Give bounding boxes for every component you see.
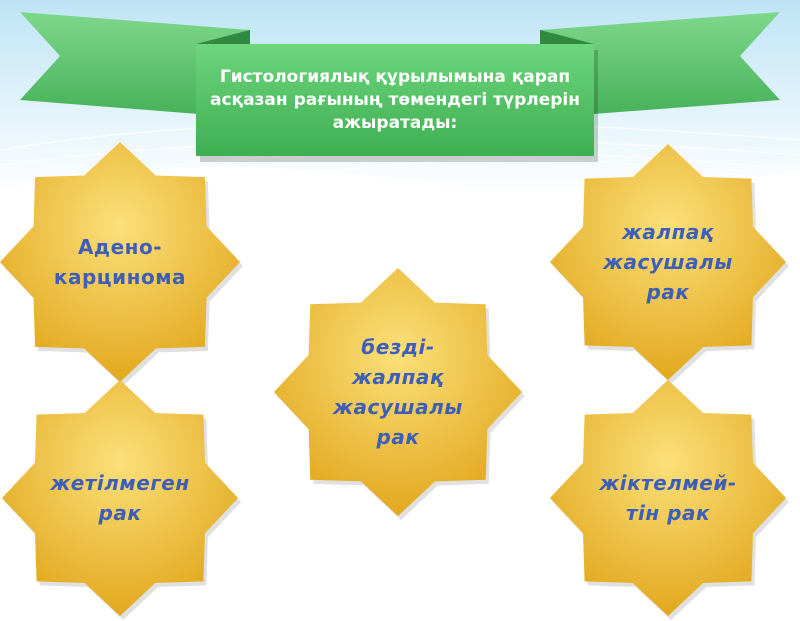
ribbon-left-wing [20, 12, 250, 118]
star-shape-adeno [0, 142, 243, 386]
background-decoration [0, 0, 800, 193]
title-box-bg [196, 44, 594, 156]
ribbon-right-fold [540, 30, 594, 44]
ribbon-left-fold [196, 30, 250, 44]
star-text-zhiktelmey: жіктелмей- тін рак [599, 471, 737, 525]
star-zhiktelmey: жіктелмей- тін рак [545, 375, 791, 621]
page-title: Гистологиялық құрылымына қарап асқазан р… [210, 66, 580, 133]
star-label-zhetilmegen: жетілмеген рак [0, 375, 243, 621]
star-text-zhetilmegen: жетілмеген рак [50, 471, 190, 525]
star-label-bezdi: безді- жалпақ жасушалы рак [269, 263, 527, 521]
star-shape-zhiktelmey [550, 380, 789, 620]
star-shape-zhalpak [550, 144, 789, 384]
star-text-bezdi: безді- жалпақ жасушалы рак [333, 335, 463, 449]
star-bezdi: безді- жалпақ жасушалы рак [269, 263, 527, 521]
star-label-adeno: Адено- карцинома [0, 137, 245, 387]
star-shape-bezdi [274, 268, 525, 520]
star-text-adeno: Адено- карцинома [53, 235, 187, 289]
star-shape-zhetilmegen [2, 380, 241, 620]
star-zhalpak: жалпақ жасушалы рак [545, 139, 791, 385]
star-label-zhalpak: жалпақ жасушалы рак [545, 139, 791, 385]
star-label-zhiktelmey: жіктелмей- тін рак [545, 375, 791, 621]
star-adeno: Адено- карцинома [0, 137, 245, 387]
star-zhetilmegen: жетілмеген рак [0, 375, 243, 621]
ribbon-right-wing [540, 12, 780, 118]
star-text-zhalpak: жалпақ жасушалы рак [603, 220, 733, 304]
